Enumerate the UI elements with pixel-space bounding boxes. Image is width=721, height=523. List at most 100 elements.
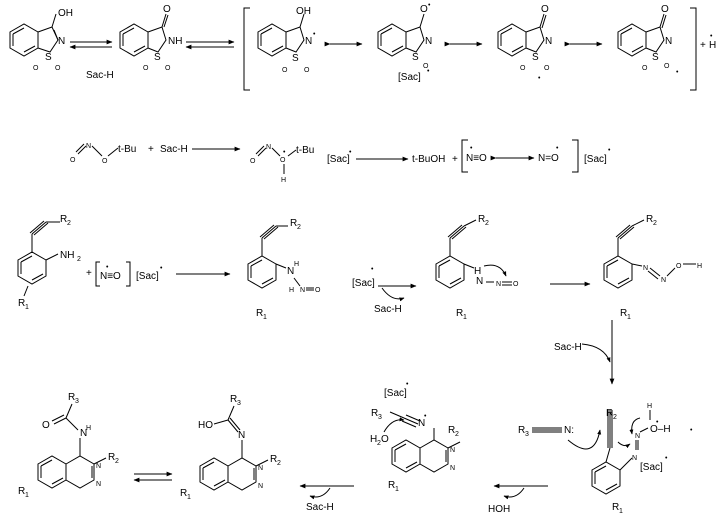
svg-text:O: O: [315, 287, 321, 294]
svg-text:R: R: [612, 502, 619, 513]
svg-text:O: O: [70, 157, 76, 164]
svg-text:3: 3: [525, 431, 529, 438]
svg-text:t-BuOH: t-BuOH: [412, 154, 445, 165]
resonance-bracket: + H •: [243, 7, 716, 91]
n-nitroso-ammonium-intermediate: R 2 N H H N O R 1: [247, 218, 321, 321]
svg-text:N: N: [635, 433, 640, 440]
svg-text:N: N: [661, 277, 666, 284]
svg-text:N: N: [238, 430, 245, 441]
svg-text:O: O: [381, 434, 389, 445]
svg-text:S: S: [292, 53, 299, 64]
svg-text:[Sac]: [Sac]: [640, 462, 663, 473]
svg-text:O: O: [102, 158, 108, 165]
svg-text:•: •: [676, 69, 679, 76]
svg-text:O: O: [661, 4, 669, 15]
svg-text:1: 1: [395, 486, 399, 493]
svg-text:N: N: [58, 36, 65, 47]
svg-text:3: 3: [237, 400, 241, 407]
svg-text:O: O: [165, 65, 171, 72]
svg-text:3: 3: [378, 414, 382, 421]
svg-text:N: N: [476, 276, 483, 287]
svg-text:N: N: [300, 287, 305, 294]
svg-text:R: R: [290, 218, 297, 229]
svg-text:•: •: [656, 419, 659, 426]
svg-text:H: H: [697, 263, 702, 270]
svg-text:O: O: [282, 67, 288, 74]
svg-text:N: N: [305, 36, 312, 47]
svg-text:[Sac]: [Sac]: [352, 278, 375, 289]
svg-text:•: •: [690, 427, 693, 434]
svg-text:O: O: [163, 4, 171, 15]
svg-text:N: N: [665, 36, 672, 47]
svg-text:N: N: [96, 481, 101, 488]
svg-text:•: •: [424, 413, 427, 420]
svg-text:R: R: [180, 488, 187, 499]
tert-butyl-nitrite: O N O t-Bu: [70, 143, 136, 165]
equilibrium-arrow-2: [185, 39, 235, 50]
nitrosonium-resonance: N≡O • N=O •: [461, 139, 579, 173]
protonated-nitrite: O N O • H t-Bu: [250, 144, 314, 184]
svg-text:Sac-H: Sac-H: [160, 144, 188, 155]
svg-text:Sac-H: Sac-H: [554, 342, 582, 353]
svg-text:•: •: [349, 149, 352, 156]
svg-text:O: O: [520, 65, 526, 72]
svg-text:1: 1: [263, 314, 267, 321]
nitrile: R 3 N:: [518, 425, 602, 450]
curved-arrow-sac-h-in: [581, 343, 611, 363]
svg-text:O: O: [420, 4, 428, 15]
svg-text:H: H: [370, 434, 377, 445]
svg-text:t-Bu: t-Bu: [118, 144, 136, 155]
svg-text:•: •: [710, 33, 713, 40]
svg-text:[Sac]: [Sac]: [384, 388, 407, 399]
svg-text:NH: NH: [60, 250, 74, 261]
saccharin-anion-form-b: O • N S O [Sac] •: [377, 2, 432, 83]
svg-text:HO: HO: [198, 420, 213, 431]
saccharin-anion-form-d: O N S O O •: [617, 4, 679, 76]
svg-text:S: S: [652, 52, 659, 63]
aminoaryl-alkyne: R 2 NH 2 R 1: [17, 214, 81, 311]
svg-text:O: O: [642, 65, 648, 72]
svg-text:O: O: [676, 263, 682, 270]
svg-text:•: •: [428, 2, 431, 9]
svg-text:NH: NH: [168, 36, 182, 47]
svg-text:N=O: N=O: [538, 153, 559, 164]
svg-text:t-Bu: t-Bu: [296, 145, 314, 156]
svg-text:R: R: [108, 452, 115, 463]
svg-text:2: 2: [67, 220, 71, 227]
svg-text:N: N: [258, 483, 263, 490]
svg-text:[Sac]: [Sac]: [136, 271, 159, 282]
svg-text:•: •: [313, 31, 316, 38]
svg-text:•: •: [556, 145, 559, 152]
oh-label: OH: [58, 8, 73, 19]
saccharin-anion-form-a: OH N • S O O: [257, 6, 316, 74]
svg-text:O–H: O–H: [650, 424, 671, 435]
svg-text:O: O: [541, 4, 549, 15]
svg-text:O: O: [513, 281, 519, 288]
svg-text:O: O: [42, 420, 50, 431]
saccharin-enol: OH N S O O Sac-H: [9, 8, 114, 81]
svg-text:2: 2: [455, 431, 459, 438]
svg-text:R: R: [456, 308, 463, 319]
protonated-diazohydroxide: R 2 N N O–H H • [Sac] • R 1: [591, 403, 671, 515]
svg-text:OH: OH: [296, 6, 311, 17]
imidic-acid-cinnoline: N N R 2 N R 3 HO R 1: [180, 394, 281, 501]
svg-text:R: R: [256, 308, 263, 319]
svg-text:N: N: [418, 418, 425, 429]
amide-cinnoline-product: N N R 2 N H R 3 O R 1: [18, 392, 119, 499]
sac-h-label: Sac-H: [86, 70, 114, 81]
svg-text:R: R: [646, 214, 653, 225]
svg-text:O: O: [55, 65, 61, 72]
svg-text:N:: N:: [564, 425, 574, 436]
svg-text:1: 1: [627, 314, 631, 321]
diazohydroxide: R 2 N N O H R 1: [603, 214, 702, 321]
svg-text:R: R: [448, 425, 455, 436]
svg-text:S: S: [532, 52, 539, 63]
svg-text:N≡O: N≡O: [466, 153, 487, 164]
nitrilium-cinnoline: N N R 2 N • R 3 H 2 O [Sac] • R 1: [370, 381, 461, 493]
svg-text:R: R: [620, 308, 627, 319]
svg-text:2: 2: [613, 414, 617, 421]
svg-text:N: N: [80, 428, 87, 439]
svg-text:•: •: [538, 75, 541, 82]
svg-text:[Sac]: [Sac]: [398, 72, 421, 83]
